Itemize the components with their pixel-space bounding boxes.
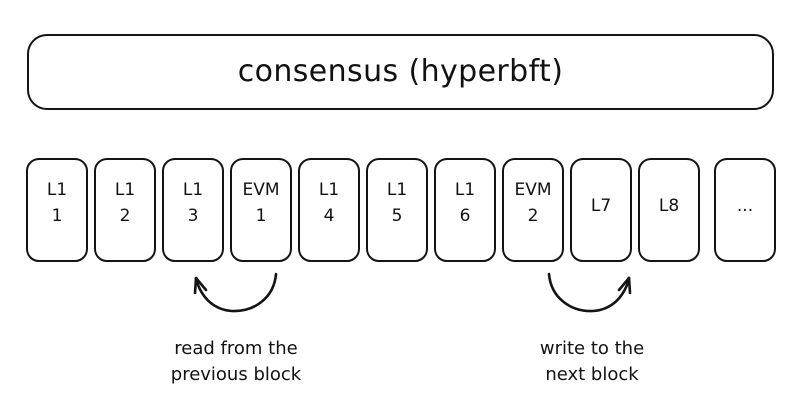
read-caption: read from the previous block	[140, 336, 332, 388]
block-label-top: L1	[386, 180, 408, 200]
block-label-bottom: 2	[527, 205, 539, 226]
block-l1-3: L1 3	[162, 158, 224, 262]
read-annotation	[188, 270, 288, 320]
write-caption-line2: next block	[545, 364, 639, 386]
block-label-bottom: 3	[187, 205, 199, 226]
block-label-bottom: 1	[255, 205, 267, 226]
write-caption: write to the next block	[496, 336, 688, 388]
write-annotation	[543, 270, 643, 320]
read-caption-line1: read from the	[174, 338, 298, 359]
block-label-top: L1	[454, 180, 476, 200]
block-l1-5: L1 5	[366, 158, 428, 262]
curved-arrow-up-right-icon	[547, 272, 632, 313]
block-ellipsis: ...	[714, 158, 776, 262]
block-label-bottom: 5	[391, 205, 403, 226]
block-label-bottom: 6	[459, 205, 471, 226]
consensus-banner: consensus (hyperbft)	[27, 34, 774, 110]
block-l1-4: L1 4	[298, 158, 360, 262]
block-label-top: L7	[590, 196, 612, 217]
block-evm-2: EVM 2	[502, 158, 564, 262]
write-caption-line1: write to the	[539, 338, 645, 359]
block-evm-1: EVM 1	[230, 158, 292, 262]
block-label-bottom: 4	[323, 205, 335, 226]
block-l1-1: L1 1	[26, 158, 88, 262]
block-label-bottom: 1	[51, 205, 63, 226]
block-l7: L7	[570, 158, 632, 262]
block-label-top: ...	[736, 196, 754, 217]
block-label-top: L1	[318, 180, 340, 200]
block-label-top: EVM	[514, 180, 552, 200]
block-l8: L8	[638, 158, 700, 262]
block-label-top: L1	[114, 180, 136, 200]
block-label-top: L1	[46, 180, 68, 200]
block-label-top: L1	[182, 180, 204, 200]
block-label-top: L8	[658, 196, 680, 217]
block-sequence: L1 1 L1 2 L1 3 EVM 1 L1 4 L1 5 L1 6 EVM	[26, 158, 776, 262]
block-l1-2: L1 2	[94, 158, 156, 262]
block-label-top: EVM	[242, 180, 280, 200]
block-l1-6: L1 6	[434, 158, 496, 262]
read-caption-line2: previous block	[170, 364, 302, 386]
block-label-bottom: 2	[119, 205, 131, 226]
consensus-banner-label: consensus (hyperbft)	[237, 54, 564, 89]
curved-arrow-up-left-icon	[193, 272, 278, 313]
